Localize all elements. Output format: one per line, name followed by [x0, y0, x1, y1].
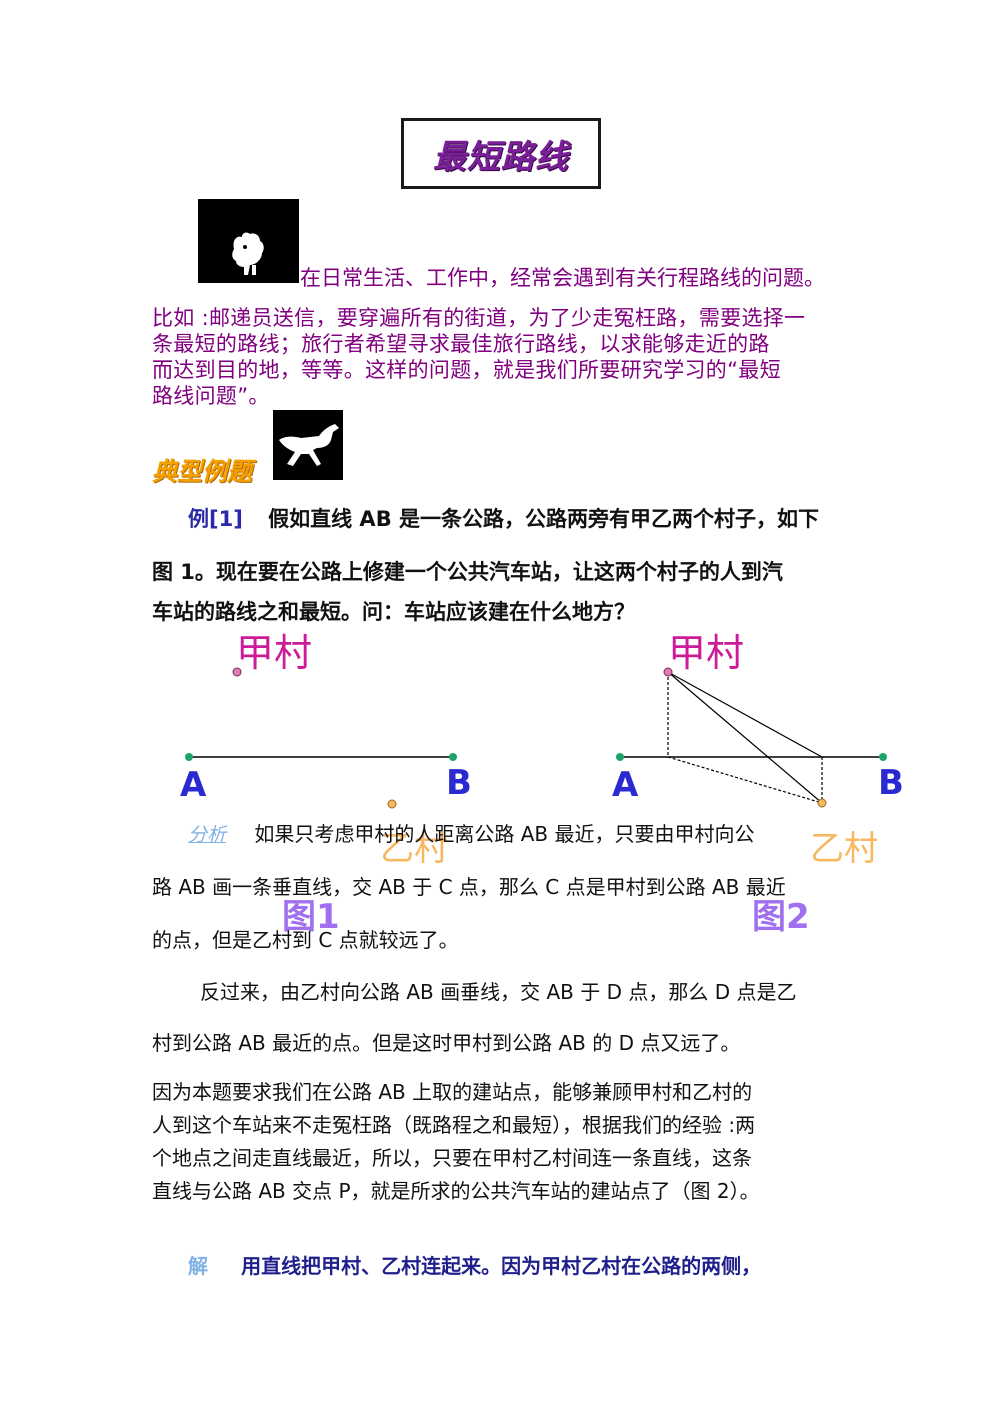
fig2-point-b-dot	[879, 753, 887, 761]
analysis-para2-line-1: 反过来，由乙村向公路 AB 画垂线，交 AB 于 D 点，那么 D 点是乙	[200, 980, 797, 1004]
horse-clipart-image	[273, 410, 343, 480]
fig2-village-a-dot	[663, 667, 673, 677]
example-line-3: 车站的路线之和最短。问：车站应该建在什么地方？	[152, 600, 635, 624]
example-line-2: 图 1。现在要在公路上修建一个公共汽车站，让这两个村子的人到汽	[152, 560, 783, 584]
example-line-1: 例[1] 假如直线 AB 是一条公路，公路两旁有甲乙两个村子，如下	[188, 503, 819, 533]
solution-text: 用直线把甲村、乙村连起来。因为甲村乙村在公路的两侧，	[241, 1254, 762, 1278]
solution-label: 解	[188, 1254, 208, 1278]
solution-line: 解 用直线把甲村、乙村连起来。因为甲村乙村在公路的两侧，	[188, 1250, 761, 1279]
analysis-para3-line: 直线与公路 AB 交点 P，就是所求的公共汽车站的建站点了（图 2）。	[152, 1179, 760, 1203]
analysis-para3-line: 因为本题要求我们在公路 AB 上取的建站点，能够兼顾甲村和乙村的	[152, 1080, 753, 1104]
intro-text-line: 路线问题”。	[152, 384, 270, 408]
intro-text-line: 比如 :邮递员送信，要穿遍所有的街道，为了少走冤枉路，需要选择一	[152, 306, 806, 330]
fig1-point-b-dot	[449, 753, 457, 761]
fig2-caption: 图2	[752, 897, 810, 937]
fig1-village-a-label: 甲村	[236, 631, 312, 675]
fig2-line-a-to-b	[667, 671, 823, 804]
figure-diagram: 甲村 A B 乙村 图1 甲村 A B 乙村 图2	[180, 631, 904, 937]
intro-line: 在日常生活、工作中，经常会遇到有关行程路线的问题。	[300, 266, 825, 290]
intro-text-line: 而达到目的地，等等。这样的问题，就是我们所要研究学习的“最短	[152, 358, 781, 382]
analysis-para3: 因为本题要求我们在公路 AB 上取的建站点，能够兼顾甲村和乙村的 人到这个车站来…	[152, 1076, 872, 1208]
fig2-point-a-dot	[616, 753, 624, 761]
fig2-village-b-label: 乙村	[810, 829, 878, 869]
fig1-point-b-label: B	[446, 763, 472, 803]
analysis-line-1: 分析 如果只考虑甲村的人距离公路 AB 最近，只要由甲村向公	[188, 818, 755, 847]
fig2-line-to-d	[667, 671, 823, 758]
fig2-point-a-label: A	[612, 765, 639, 805]
analysis-text: 如果只考虑甲村的人距离公路 AB 最近，只要由甲村向公	[254, 822, 755, 846]
intro-paragraph: 比如 :邮递员送信，要穿遍所有的街道，为了少走冤枉路，需要选择一 条最短的路线；…	[152, 305, 862, 409]
horse-icon	[279, 424, 339, 466]
section-heading: 典型例题	[152, 457, 253, 486]
fig1-point-a-label: A	[180, 765, 207, 805]
fig2-village-b-dot	[817, 798, 827, 808]
example-text: 假如直线 AB 是一条公路，公路两旁有甲乙两个村子，如下	[268, 507, 820, 531]
fig1-village-b-label: 乙村	[380, 829, 448, 869]
fig1-point-a-dot	[185, 753, 193, 761]
analysis-line-3: 的点，但是乙村到 C 点就较远了。	[152, 928, 459, 952]
example-label: 例[1]	[188, 507, 243, 531]
fig1-caption: 图1	[282, 897, 340, 937]
fig2-line-c-to-b	[667, 756, 823, 804]
fig2-point-b-label: B	[878, 763, 904, 803]
pig-clipart-image	[198, 199, 299, 283]
intro-text-line: 条最短的路线；旅行者希望寻求最佳旅行路线，以求能够走近的路	[152, 332, 770, 356]
title-box: 最短路线	[401, 118, 601, 189]
fig2-village-a-label: 甲村	[668, 631, 744, 675]
analysis-para2-line-2: 村到公路 AB 最近的点。但是这时甲村到公路 AB 的 D 点又远了。	[152, 1031, 741, 1055]
fig1-village-a-dot	[232, 667, 242, 677]
fig1-village-b-dot	[387, 799, 397, 809]
analysis-label: 分析	[188, 824, 227, 846]
analysis-para3-line: 人到这个车站来不走冤枉路（既路程之和最短），根据我们的经验 :两	[152, 1113, 756, 1137]
analysis-line-2: 路 AB 画一条垂直线，交 AB 于 C 点，那么 C 点是甲村到公路 AB 最…	[152, 875, 786, 899]
pig-icon	[232, 232, 264, 275]
analysis-para3-line: 个地点之间走直线最近，所以，只要在甲村乙村间连一条直线，这条	[152, 1146, 752, 1170]
page-title: 最短路线	[433, 136, 569, 176]
